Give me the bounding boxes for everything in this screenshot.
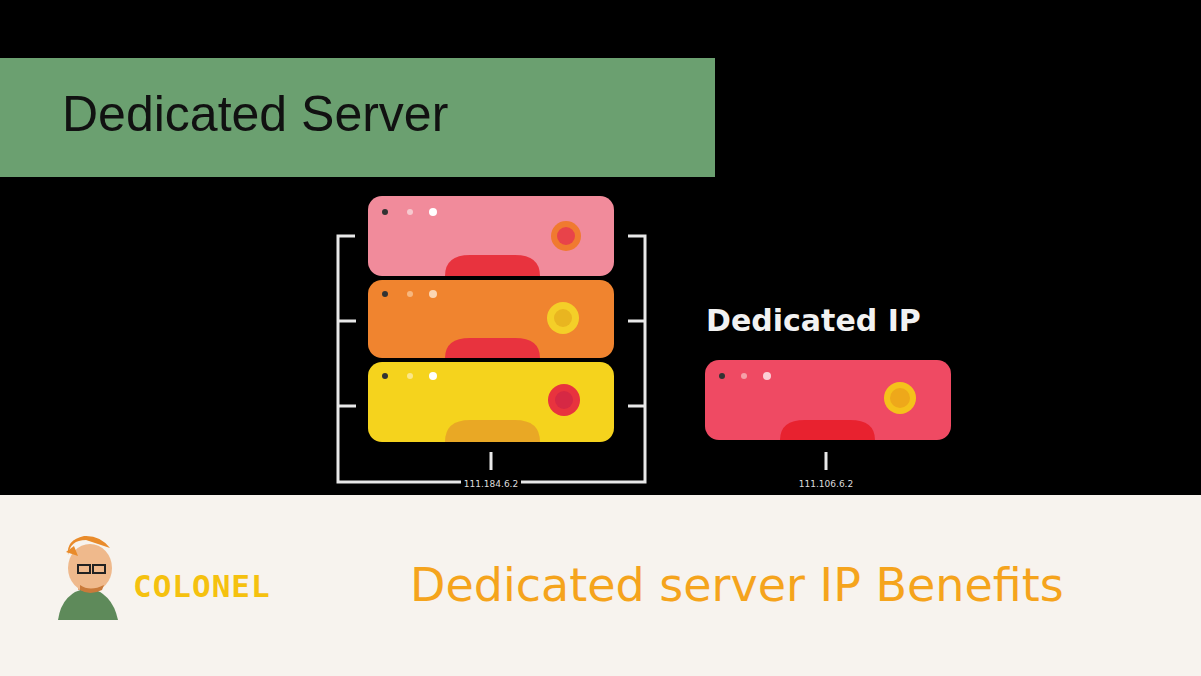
- logo-face: [58, 536, 118, 620]
- title-text: Dedicated Server: [62, 84, 448, 144]
- footer-title: Dedicated server IP Benefits: [410, 558, 1064, 613]
- ip-address: 111.184.6.2: [461, 479, 521, 489]
- dedicated-ip-server: Dedicated IP: [700, 300, 960, 450]
- brand-name: COLONEL: [133, 568, 271, 605]
- title-band: Dedicated Server: [0, 58, 715, 177]
- footer-band: COLONEL Dedicated server IP Benefits: [0, 495, 1201, 676]
- ip-heading: Dedicated IP: [706, 303, 921, 339]
- ip-address: 111.106.6.2: [796, 479, 856, 489]
